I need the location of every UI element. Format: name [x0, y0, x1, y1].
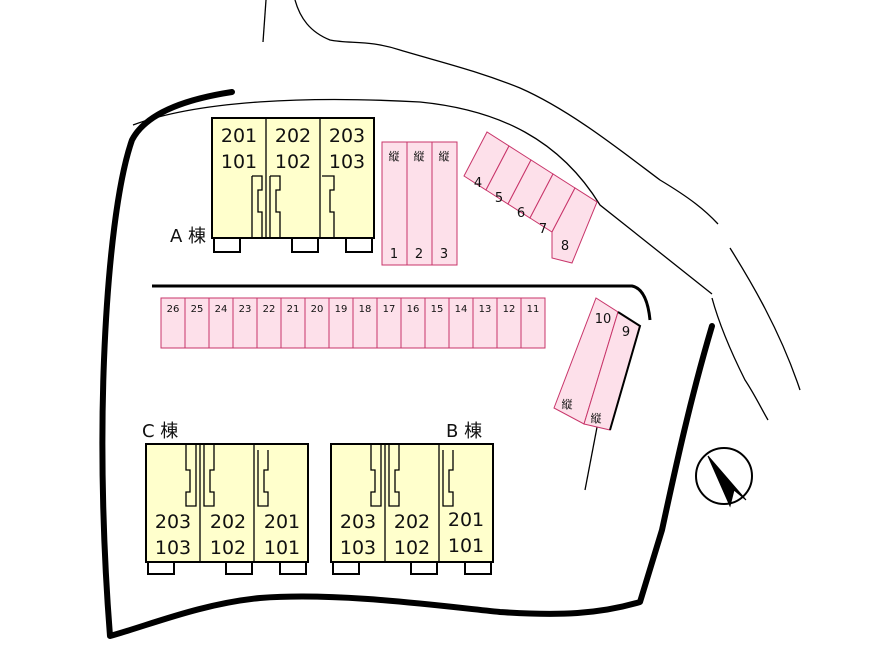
parking-space-15: 15 — [424, 297, 450, 349]
building-c-body — [145, 443, 309, 563]
parking-space-3-number: 3 — [440, 247, 448, 262]
room-c-203: 203 — [155, 511, 191, 533]
parking-space-17: 17 — [376, 297, 402, 349]
parking-space-10-number: 10 — [595, 312, 612, 327]
parking-space-19: 19 — [328, 297, 354, 349]
room-b-201: 201 — [448, 509, 484, 531]
parking-space-23-number: 23 — [239, 304, 252, 315]
building-b-body — [330, 443, 494, 563]
room-a-101: 101 — [221, 151, 257, 173]
parking-space-4-number: 4 — [474, 176, 482, 191]
parking-space-16: 16 — [400, 297, 426, 349]
parking-space-2: 縦 2 — [406, 141, 433, 266]
building-c: 203 202 201 103 102 101 — [145, 443, 309, 575]
room-b-102: 102 — [394, 537, 430, 559]
parking-space-21: 21 — [280, 297, 306, 349]
parking-space-25: 25 — [184, 297, 210, 349]
driveway-edge — [152, 284, 652, 321]
parking-space-10-type: 縦 — [562, 398, 573, 411]
parking-space-24-number: 24 — [215, 304, 228, 315]
building-b: 203 202 201 103 102 101 — [330, 443, 494, 575]
parking-space-2-type: 縦 — [414, 150, 425, 163]
parking-space-3-type: 縦 — [439, 150, 450, 163]
parking-space-22: 22 — [256, 297, 282, 349]
room-a-102: 102 — [275, 151, 311, 173]
parking-space-21-number: 21 — [287, 304, 300, 315]
parking-diagonal: 4 5 6 7 8 — [463, 131, 598, 264]
parking-space-18: 18 — [352, 297, 378, 349]
room-c-101: 101 — [264, 537, 300, 559]
parking-space-26-number: 26 — [167, 304, 180, 315]
parking-right: 10 9 縦 縦 — [553, 297, 642, 431]
parking-space-1: 縦 1 — [381, 141, 408, 266]
parking-space-1-number: 1 — [390, 247, 398, 262]
parking-space-9-number: 9 — [622, 325, 630, 340]
parking-space-11: 11 — [520, 297, 546, 349]
parking-space-20: 20 — [304, 297, 330, 349]
parking-space-16-number: 16 — [407, 304, 420, 315]
parking-space-3: 縦 3 — [431, 141, 458, 266]
room-a-203: 203 — [329, 125, 365, 147]
building-b-label: B 棟 — [446, 421, 482, 442]
room-c-103: 103 — [155, 537, 191, 559]
parking-space-14: 14 — [448, 297, 474, 349]
building-a: 201 202 203 101 102 103 — [211, 117, 375, 253]
road-lines — [132, 0, 801, 491]
parking-space-11-number: 11 — [527, 304, 540, 315]
site-boundary — [99, 89, 715, 639]
parking-space-5-number: 5 — [495, 191, 503, 206]
north-arrow-icon — [695, 447, 753, 508]
parking-vertical: 縦 1 縦 2 縦 3 — [381, 141, 458, 266]
parking-space-12-number: 12 — [503, 304, 516, 315]
parking-row: 26 25 24 23 22 21 20 19 — [160, 297, 546, 349]
parking-space-20-number: 20 — [311, 304, 324, 315]
parking-space-6-number: 6 — [517, 206, 525, 221]
parking-space-18-number: 18 — [359, 304, 372, 315]
room-a-103: 103 — [329, 151, 365, 173]
parking-space-8-number: 8 — [561, 239, 569, 254]
parking-space-13: 13 — [472, 297, 498, 349]
parking-space-1-type: 縦 — [389, 150, 400, 163]
parking-space-13-number: 13 — [479, 304, 492, 315]
room-b-203: 203 — [340, 511, 376, 533]
parking-space-26: 26 — [160, 297, 186, 349]
parking-space-19-number: 19 — [335, 304, 348, 315]
building-a-label: A 棟 — [170, 226, 206, 247]
parking-space-23: 23 — [232, 297, 258, 349]
parking-space-8 — [551, 187, 598, 264]
parking-space-14-number: 14 — [455, 304, 468, 315]
room-c-202: 202 — [210, 511, 246, 533]
parking-space-22-number: 22 — [263, 304, 276, 315]
parking-space-17-number: 17 — [383, 304, 396, 315]
parking-space-2-number: 2 — [415, 247, 423, 262]
building-c-label: C 棟 — [142, 421, 178, 442]
parking-space-15-number: 15 — [431, 304, 444, 315]
parking-space-24: 24 — [208, 297, 234, 349]
parking-space-9-type: 縦 — [591, 412, 602, 425]
room-a-202: 202 — [275, 125, 311, 147]
parking-space-7-number: 7 — [539, 222, 547, 237]
parking-space-25-number: 25 — [191, 304, 204, 315]
room-b-103: 103 — [340, 537, 376, 559]
room-c-102: 102 — [210, 537, 246, 559]
room-b-202: 202 — [394, 511, 430, 533]
parking-space-12: 12 — [496, 297, 522, 349]
room-c-201: 201 — [264, 511, 300, 533]
room-b-101: 101 — [448, 535, 484, 557]
room-a-201: 201 — [221, 125, 257, 147]
building-a-body — [211, 117, 375, 239]
